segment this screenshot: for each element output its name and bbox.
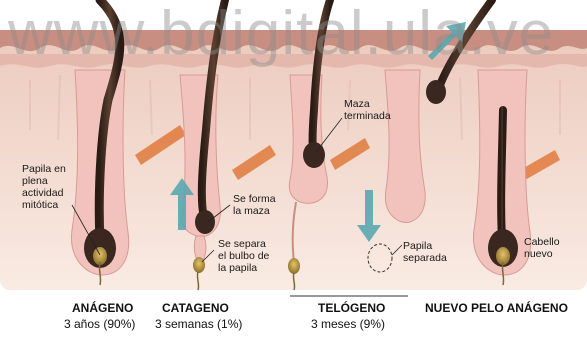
finished-club-label: Maza terminada: [344, 98, 391, 122]
forming-club-label: Se forma la maza: [233, 193, 276, 217]
telogen-papilla: [288, 258, 300, 274]
stage-anagen-name: ANÁGENO: [72, 301, 133, 315]
stage-catagen-duration: 3 semanas (1%): [155, 317, 242, 331]
new-hair: [501, 110, 503, 240]
stage-telogen-duration: 3 meses (9%): [311, 317, 385, 331]
new-hair-label: Cabello nuevo: [524, 236, 560, 260]
dermis-upper-band: [0, 54, 587, 68]
stage-telogen-name: TELÓGENO: [318, 301, 385, 315]
telogen-follicle-2: [385, 70, 425, 223]
catagen-papilla: [193, 257, 205, 273]
club-hair: [303, 142, 325, 168]
stage-anagen-duration: 3 años (90%): [64, 317, 135, 331]
stage-new-anagen-name: NUEVO PELO ANÁGENO: [425, 301, 568, 315]
bulb-separation-label: Se separa el bulbo de la papila: [218, 238, 269, 274]
stage-catagen-name: CATAGENO: [162, 301, 229, 315]
catagen-bulb: [195, 210, 215, 234]
papilla-activity-label: Papila en plena actividad mitótica: [22, 163, 66, 211]
separated-papilla-label: Papila separada: [403, 240, 447, 264]
